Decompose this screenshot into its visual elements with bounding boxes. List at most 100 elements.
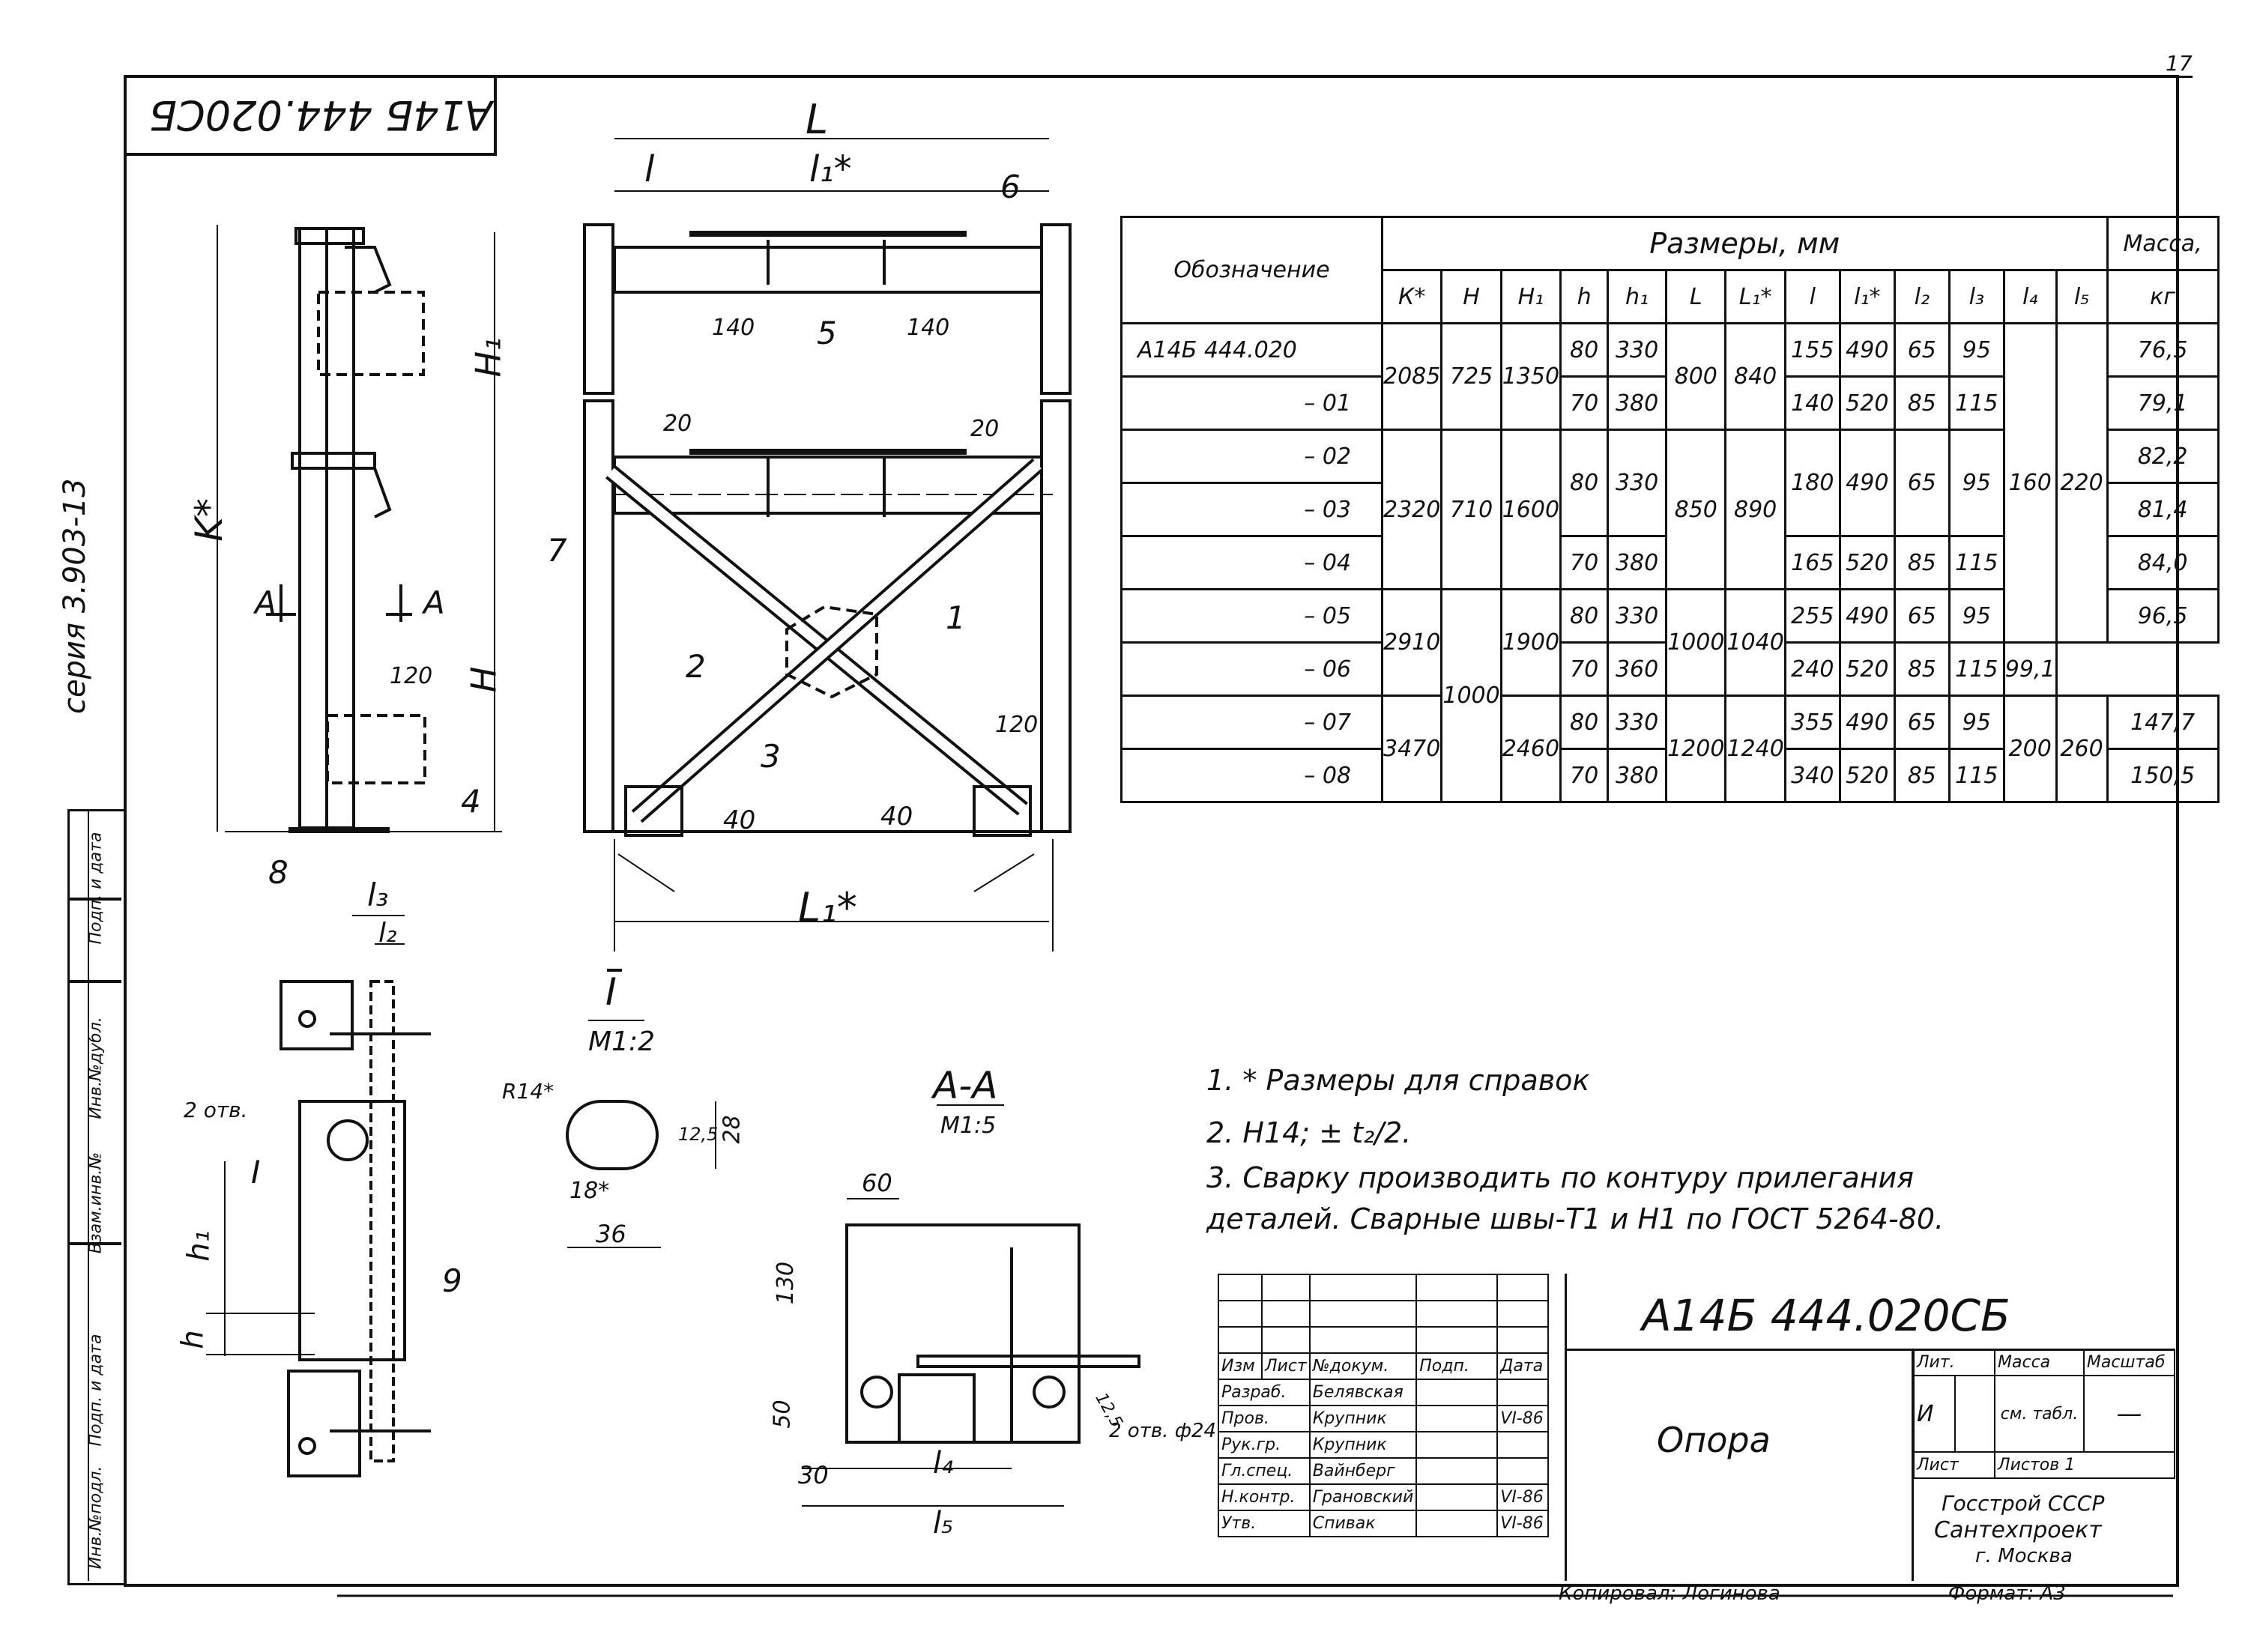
top-stamp: А14Б 444.020СБ <box>124 75 497 156</box>
h-1: 70 <box>1559 375 1610 431</box>
tb-role-1: Пров. <box>1218 1405 1311 1432</box>
spec-header-dims: Размеры, мм <box>1381 216 2109 271</box>
dim-l3: l₃ <box>367 877 389 913</box>
H-2: 1000 <box>1440 588 1502 803</box>
L-2: 1000 <box>1665 588 1727 697</box>
designation-2: – 02 <box>1120 429 1383 484</box>
tb-org-3: г. Москва <box>1975 1545 2073 1567</box>
l5-0: 220 <box>2055 322 2109 644</box>
section-aa-title: А-А <box>933 1064 998 1107</box>
l1-0: 490 <box>1838 322 1896 378</box>
tb-name-3: Вайнберг <box>1308 1457 1418 1485</box>
H1-2: 1900 <box>1499 588 1562 697</box>
designation-0: А14Б 444.020 <box>1120 322 1383 378</box>
h1-5: 360 <box>1607 641 1668 697</box>
title-block-main: А14Б 444.020СБ Опора Лит. Масса Масштаб … <box>1565 1274 2176 1581</box>
designation-3: – 03 <box>1120 482 1383 537</box>
H-0: 725 <box>1440 322 1502 431</box>
tb-name-1: Крупник <box>1308 1405 1418 1432</box>
dim-l1-star: l₁* <box>809 148 852 190</box>
detail-i <box>566 969 716 1248</box>
dim-36: 36 <box>596 1220 626 1248</box>
dim-40a: 40 <box>723 805 756 835</box>
l3-3: 115 <box>1948 535 2005 590</box>
l3-0: 95 <box>1948 322 2005 378</box>
tb-name-5: Спивак <box>1308 1510 1418 1537</box>
col-h: h <box>1559 269 1610 324</box>
L1-0: 840 <box>1724 322 1786 431</box>
tb-hdr-izm: Изм <box>1218 1352 1263 1380</box>
h-4: 80 <box>1559 588 1610 644</box>
mass-5: 96,5 <box>2106 588 2220 644</box>
col-L: L <box>1665 269 1727 324</box>
designation-6: – 06 <box>1120 641 1383 697</box>
tb-scale-v: — <box>2082 1375 2176 1453</box>
h-0: 80 <box>1559 322 1610 378</box>
dim-l2: l₂ <box>378 918 397 948</box>
tb-date-5: VI-86 <box>1496 1510 1550 1537</box>
l3-5: 115 <box>1948 641 2005 697</box>
designation-4: – 04 <box>1120 535 1383 590</box>
pos-8: 8 <box>268 854 288 891</box>
tb-date-4: VI-86 <box>1496 1483 1550 1511</box>
tb-role-3: Гл.спец. <box>1218 1457 1311 1485</box>
col-H: Н <box>1440 269 1502 324</box>
dim-L: L <box>806 96 829 143</box>
tb-mass-h: Масса <box>1994 1349 2085 1376</box>
l2-3: 85 <box>1893 535 1951 590</box>
l1-2: 490 <box>1838 429 1896 537</box>
spec-header-designation: Обозначение <box>1120 216 1383 324</box>
tb-lit-v: И <box>1912 1375 1957 1453</box>
H1-3: 2460 <box>1499 695 1562 803</box>
h-2: 80 <box>1559 429 1610 537</box>
dim-2-otv: 2 отв. <box>184 1098 248 1122</box>
dim-K: K* <box>187 498 231 542</box>
K-1: 2320 <box>1380 429 1443 590</box>
mass-1: 79,1 <box>2106 375 2220 431</box>
title-block-signatures: Изм Лист №докум. Подп. Дата Разраб.Беляв… <box>1218 1274 1550 1537</box>
mass-4: 84,0 <box>2106 535 2220 590</box>
dim-60: 60 <box>862 1169 892 1197</box>
K-2: 2910 <box>1380 588 1443 697</box>
dim-130: 130 <box>773 1261 800 1305</box>
pos-9: 9 <box>442 1262 462 1299</box>
tb-mass-v: см. табл. <box>1994 1375 2085 1453</box>
H1-1: 1600 <box>1499 429 1562 590</box>
h1-4: 330 <box>1607 588 1668 644</box>
col-l3: l₃ <box>1948 269 2005 324</box>
l1-7: 520 <box>1838 748 1896 803</box>
dim-20b: 20 <box>970 416 1000 442</box>
title-block-info: Лит. Масса Масштаб И см. табл. — Лист Ли… <box>1912 1349 2176 1479</box>
tb-org-1: Госстрой СССР <box>1942 1491 2105 1516</box>
pos-6: 6 <box>1000 169 1021 205</box>
view-I-title: I <box>605 970 617 1014</box>
tb-org-2: Сантехпроект <box>1934 1517 2102 1543</box>
title-name: Опора <box>1657 1420 1771 1460</box>
L-0: 800 <box>1665 322 1727 431</box>
dim-18: 18* <box>569 1178 610 1204</box>
l3-7: 115 <box>1948 748 2005 803</box>
mass-6: 99,1 <box>2002 641 2058 697</box>
dim-28: 28 <box>719 1115 746 1144</box>
copied-by: Копировал: Логинова <box>1559 1582 1780 1605</box>
l1-3: 520 <box>1838 535 1896 590</box>
L1-1: 890 <box>1724 429 1786 590</box>
l2-4: 65 <box>1893 588 1951 644</box>
mass-7: 147,7 <box>2106 695 2220 750</box>
l2-0: 65 <box>1893 322 1951 378</box>
l2-2: 65 <box>1893 429 1951 537</box>
col-h1: h₁ <box>1607 269 1668 324</box>
l1-1: 520 <box>1838 375 1896 431</box>
note-3: 3. Сварку производить по контуру прилега… <box>1206 1161 1915 1194</box>
l-1: 140 <box>1783 375 1841 431</box>
col-l1: l₁* <box>1838 269 1896 324</box>
h1-0: 330 <box>1607 322 1668 378</box>
l3-2: 95 <box>1948 429 2005 537</box>
L-1: 850 <box>1665 429 1727 590</box>
section-aa <box>802 1104 1140 1507</box>
h1-2: 330 <box>1607 429 1668 537</box>
dim-L1-star: L₁* <box>798 884 857 931</box>
tb-lit-h: Лит. <box>1912 1349 1996 1376</box>
col-H1: Н₁ <box>1499 269 1562 324</box>
pos-1: 1 <box>946 599 966 636</box>
